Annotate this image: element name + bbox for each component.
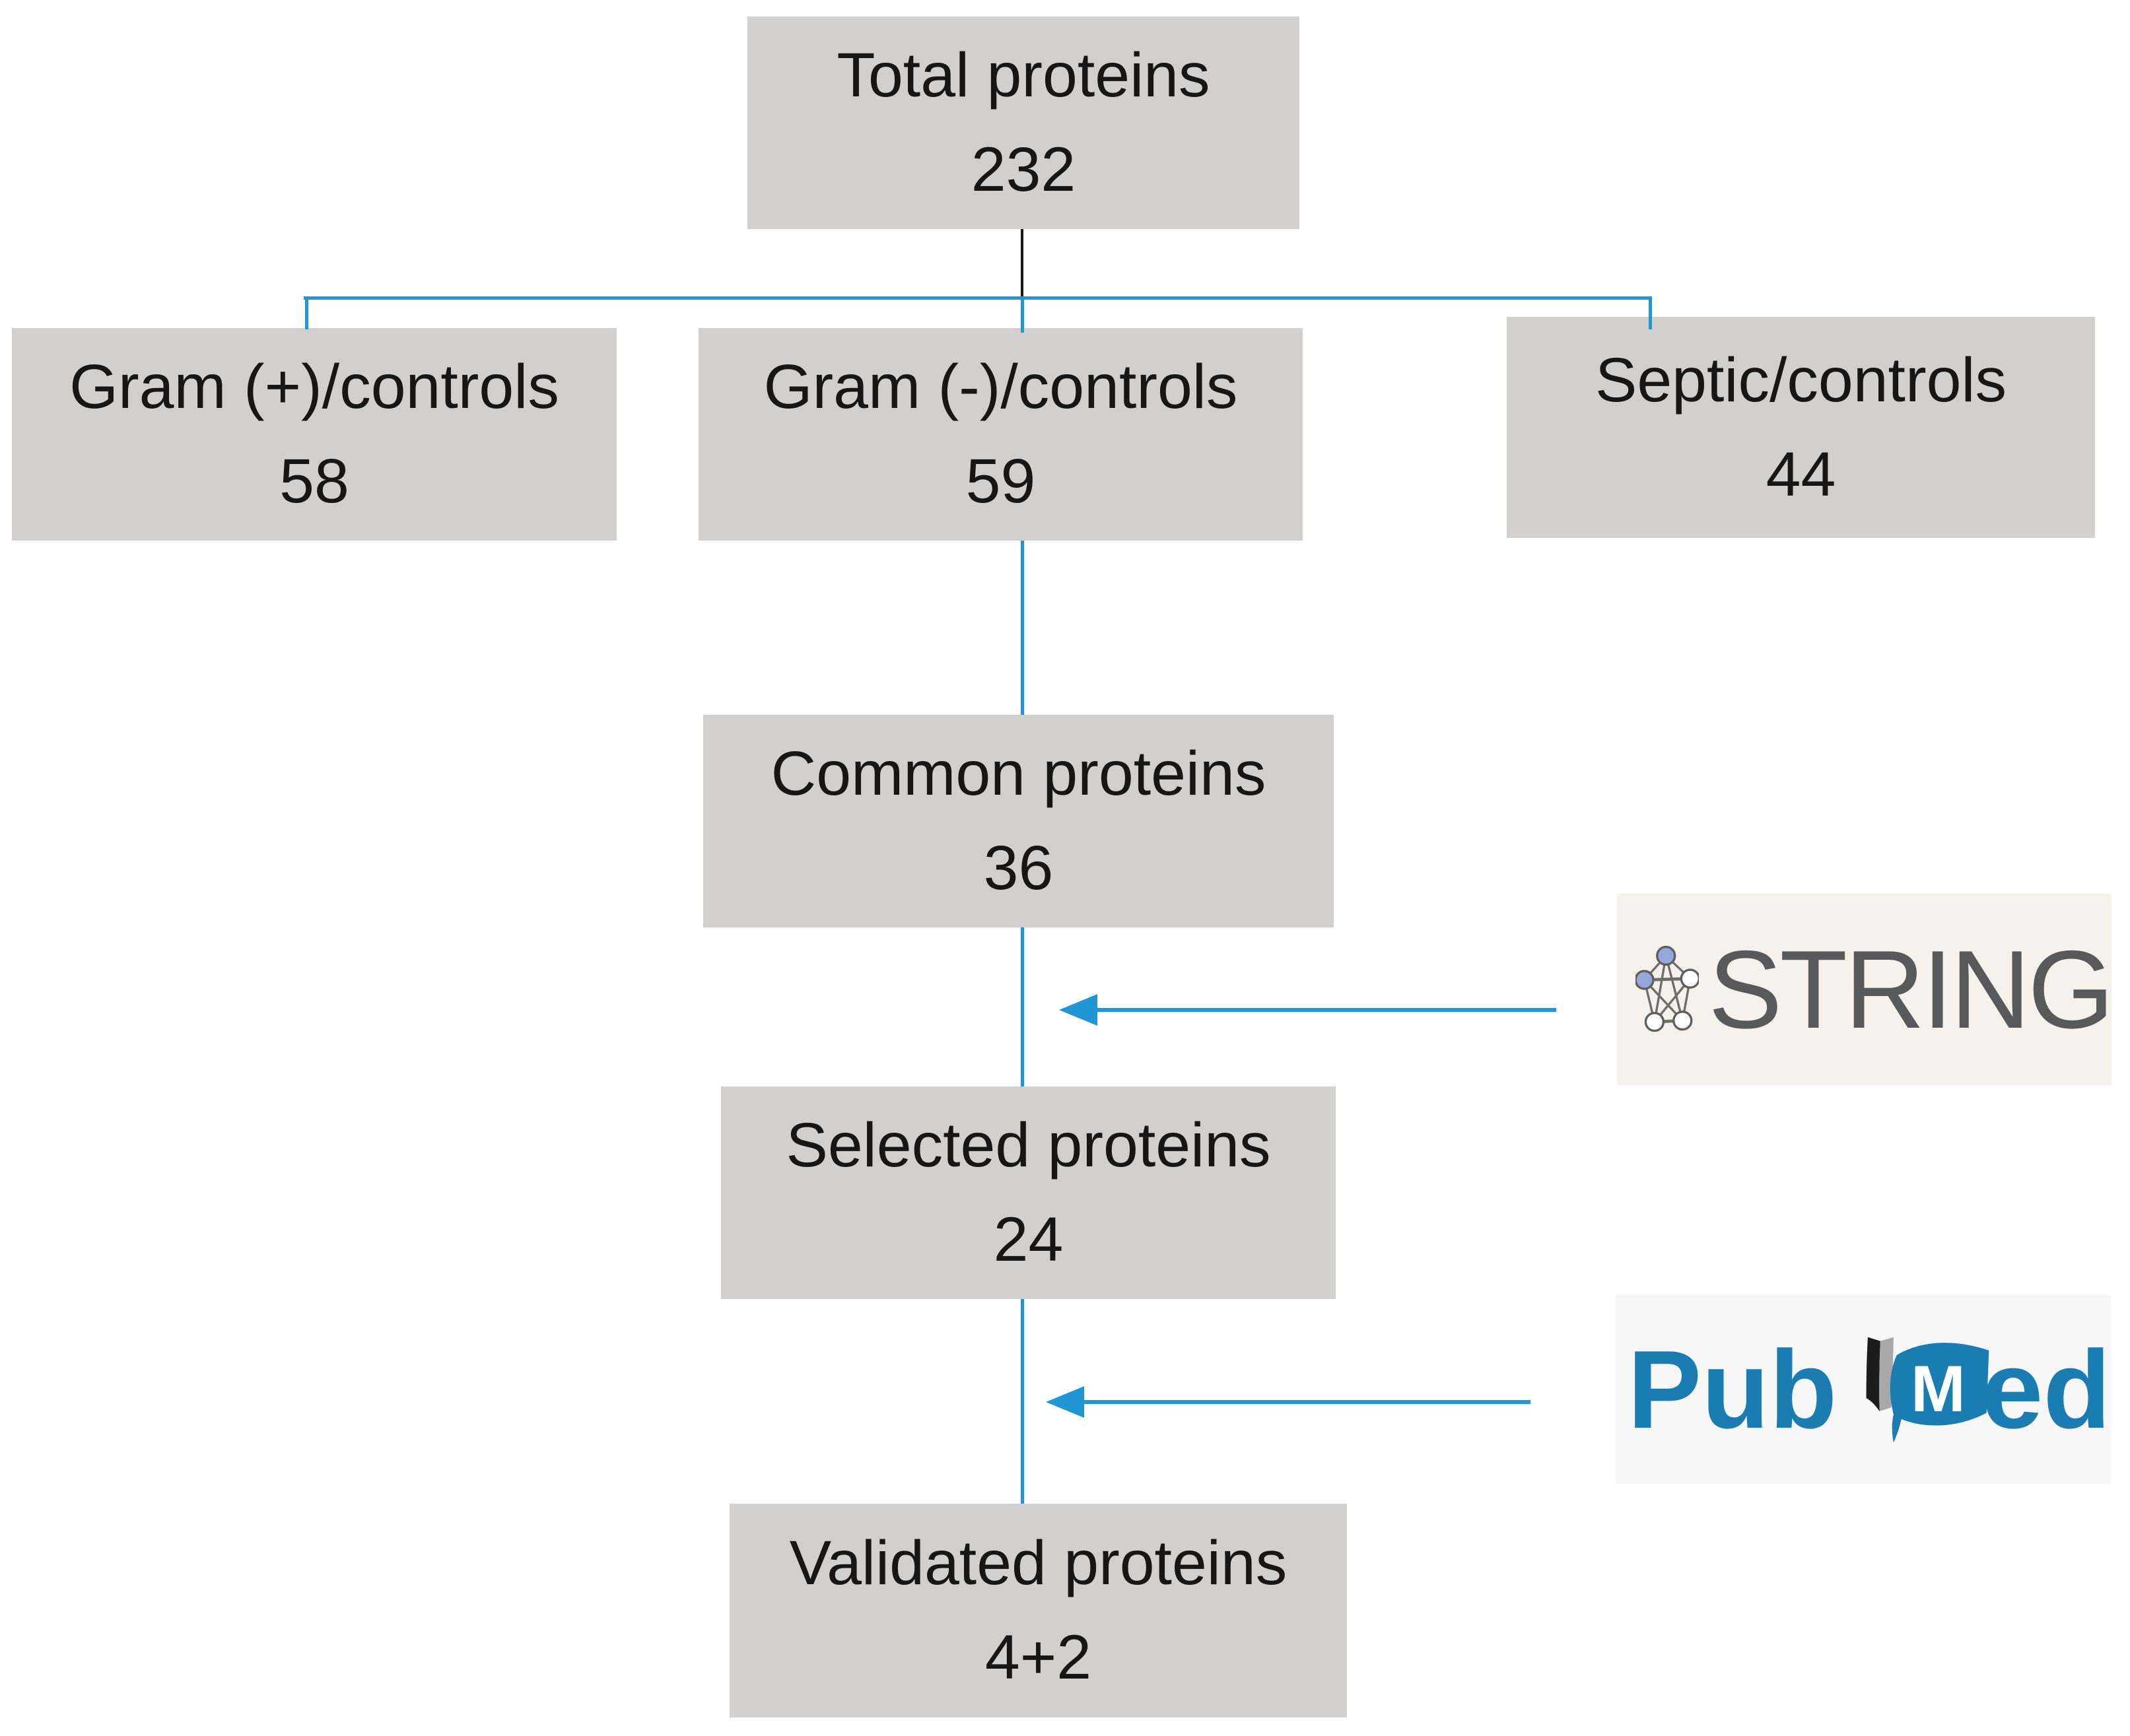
box-validated-proteins-value: 4+2: [984, 1622, 1092, 1692]
box-selected-proteins-value: 24: [993, 1205, 1064, 1275]
connector-selected-to-validated: [1021, 1299, 1024, 1504]
string-logo-text: STRING: [1708, 927, 2114, 1052]
box-septic-value: 44: [1766, 439, 1836, 510]
box-septic: Septic/controls 44: [1507, 317, 2095, 538]
box-common-proteins-value: 36: [983, 833, 1054, 903]
connector-horizontal-bar: [304, 296, 1652, 300]
box-total-proteins: Total proteins 232: [747, 17, 1299, 229]
connector-drop-gram-positive: [305, 296, 308, 329]
pubmed-arrow-head-icon: [1046, 1386, 1084, 1418]
string-network-icon: [1635, 945, 1700, 1032]
pubmed-logo-ed-text: ed: [1981, 1327, 2111, 1452]
connector-total-stem: [1021, 229, 1023, 298]
svg-text:M: M: [1911, 1352, 1966, 1426]
pubmed-book-icon: M: [1866, 1337, 1989, 1443]
box-selected-proteins: Selected proteins 24: [721, 1086, 1336, 1299]
pubmed-logo: Pub M ed: [1616, 1295, 2111, 1484]
box-gram-positive-label: Gram (+)/controls: [69, 352, 559, 422]
box-total-proteins-value: 232: [971, 135, 1076, 205]
box-selected-proteins-label: Selected proteins: [786, 1110, 1271, 1180]
string-arrow-shaft: [1096, 1008, 1556, 1012]
box-total-proteins-label: Total proteins: [837, 40, 1210, 110]
string-arrow-head-icon: [1059, 994, 1097, 1026]
connector-gramneg-to-common: [1021, 541, 1024, 715]
box-common-proteins: Common proteins 36: [703, 715, 1334, 927]
box-common-proteins-label: Common proteins: [771, 739, 1266, 809]
pubmed-arrow-shaft: [1083, 1400, 1530, 1404]
box-validated-proteins-label: Validated proteins: [789, 1528, 1288, 1598]
pubmed-logo-pub-text: Pub: [1628, 1327, 1838, 1452]
box-gram-negative-label: Gram (-)/controls: [763, 352, 1238, 422]
box-gram-negative-value: 59: [965, 446, 1036, 516]
box-gram-negative: Gram (-)/controls 59: [699, 328, 1303, 541]
string-logo: STRING: [1617, 894, 2114, 1085]
box-gram-positive: Gram (+)/controls 58: [12, 328, 617, 541]
box-septic-label: Septic/controls: [1595, 345, 2007, 415]
box-gram-positive-value: 58: [279, 446, 349, 516]
connector-common-to-selected: [1021, 927, 1024, 1086]
connector-drop-gram-negative: [1021, 296, 1024, 333]
box-validated-proteins: Validated proteins 4+2: [730, 1504, 1347, 1718]
connector-drop-septic: [1649, 296, 1652, 329]
